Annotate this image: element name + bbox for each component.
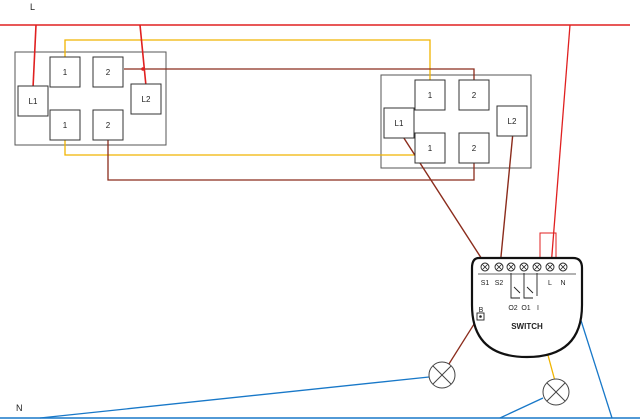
switch-b-terminal-2-top-label: 2 bbox=[472, 91, 477, 100]
module-terminal-row bbox=[480, 262, 568, 272]
neutral-to-lamp1 bbox=[39, 376, 430, 419]
switch-b-terminal-1-top-label: 1 bbox=[428, 91, 433, 100]
switch-b-terminal-1-top bbox=[414, 79, 446, 111]
lamp-1-cross-b bbox=[432, 365, 452, 385]
module-terminal-screw-1 bbox=[480, 262, 490, 272]
switch-a-terminal-l1 bbox=[17, 85, 49, 117]
switch-b-terminal-1-bottom bbox=[414, 132, 446, 164]
switch-a-terminal-1-bottom bbox=[49, 109, 81, 141]
live-feed-l1 bbox=[32, 24, 37, 89]
lamp-1 bbox=[428, 361, 456, 389]
junction-dot bbox=[141, 67, 145, 71]
switch-a-terminal-1-top-label: 1 bbox=[63, 68, 68, 77]
wire-l2-to-s2 bbox=[499, 131, 514, 268]
return-wire-top bbox=[124, 68, 475, 80]
module-terminal-screw-5 bbox=[532, 262, 542, 272]
switch-b-terminal-2-top bbox=[458, 79, 490, 111]
output-label-o2: O2 bbox=[508, 305, 517, 312]
button-label-b: B bbox=[479, 307, 484, 314]
lamp-2-cross-b bbox=[546, 382, 566, 402]
neutral-to-lamp2 bbox=[499, 397, 544, 419]
module-title: SWITCH bbox=[511, 322, 543, 331]
traveler-wire-top bbox=[64, 39, 431, 80]
module-terminal-screw-3 bbox=[506, 262, 516, 272]
module-terminal-screw-6 bbox=[545, 262, 555, 272]
module-terminal-screw-2 bbox=[494, 262, 504, 272]
live-bridge bbox=[539, 232, 557, 260]
live-rail-label: L bbox=[30, 2, 35, 12]
switch-a-terminal-l1-label: L1 bbox=[29, 97, 38, 106]
relay-switch-blade-2 bbox=[526, 286, 534, 294]
terminal-label-l: L bbox=[548, 280, 552, 287]
switch-a-terminal-2-bottom bbox=[92, 109, 124, 141]
terminal-label-s2: S2 bbox=[495, 280, 504, 287]
switch-b-terminal-l2-label: L2 bbox=[508, 117, 517, 126]
switch-a-terminal-1-bottom-label: 1 bbox=[63, 121, 68, 130]
switch-b-terminal-l1 bbox=[383, 107, 415, 139]
switch-b-terminal-l2 bbox=[496, 105, 528, 137]
service-button-dot bbox=[479, 315, 482, 318]
module-terminal-screw-7 bbox=[558, 262, 568, 272]
switch-b-terminal-1-bottom-label: 1 bbox=[428, 144, 433, 153]
switch-a-terminal-l2-label: L2 bbox=[142, 95, 151, 104]
output-label-o1: O1 bbox=[521, 305, 530, 312]
switch-a-terminal-2-top-label: 2 bbox=[106, 68, 111, 77]
switch-a-terminal-l2 bbox=[130, 83, 162, 115]
neutral-rail-label: N bbox=[16, 403, 23, 413]
switch-b-terminal-2-bottom bbox=[458, 132, 490, 164]
switch-a-terminal-2-bottom-label: 2 bbox=[106, 121, 111, 130]
switch-b-terminal-2-bottom-label: 2 bbox=[472, 144, 477, 153]
terminal-label-n: N bbox=[560, 280, 565, 287]
terminal-label-s1: S1 bbox=[481, 280, 490, 287]
relay-switch-blade-1 bbox=[513, 286, 521, 294]
lamp-2 bbox=[542, 378, 570, 406]
relay-module-body bbox=[470, 256, 584, 359]
return-wire-bottom bbox=[107, 138, 475, 181]
output-label-i: I bbox=[537, 305, 539, 312]
relay-contact-o2 bbox=[510, 273, 520, 299]
live-feed-module bbox=[550, 24, 571, 268]
live-feed-l2 bbox=[139, 24, 147, 87]
switch-b-terminal-l1-label: L1 bbox=[395, 119, 404, 128]
switch-a-terminal-1-top bbox=[49, 56, 81, 88]
relay-contact-o1 bbox=[523, 273, 533, 299]
module-terminal-screw-4 bbox=[519, 262, 529, 272]
switch-a-terminal-2-top bbox=[92, 56, 124, 88]
